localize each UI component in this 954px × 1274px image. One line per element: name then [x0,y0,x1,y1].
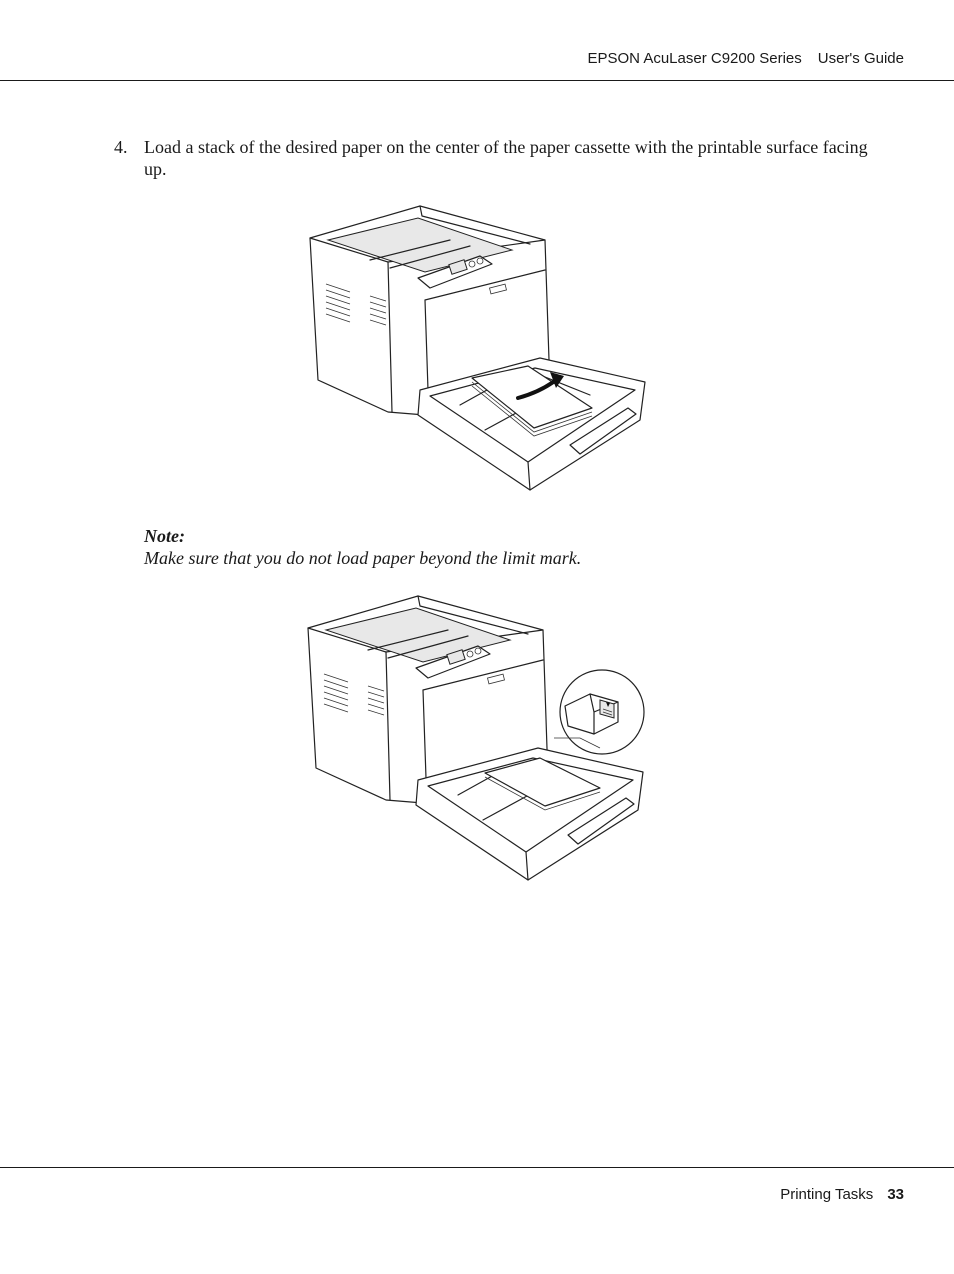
step-4: 4. Load a stack of the desired paper on … [114,136,874,180]
header-product: EPSON AcuLaser C9200 Series [587,50,802,67]
step-text: Load a stack of the desired paper on the… [144,137,868,179]
page-footer: Printing Tasks 33 [780,1186,904,1203]
footer-rule [0,1167,954,1168]
step-number: 4. [114,137,128,157]
header-doc-title: User's Guide [817,50,904,67]
footer-section: Printing Tasks [780,1186,874,1203]
printer-loading-paper-illustration [300,200,650,500]
note-text: Make sure that you do not load paper bey… [144,548,582,568]
page-number: 33 [887,1186,904,1203]
page-header: EPSON AcuLaser C9200 Series User's Guide [587,50,904,67]
note-block: Note: Make sure that you do not load pap… [144,525,581,569]
header-rule [0,80,954,81]
printer-limit-mark-illustration [300,588,650,888]
note-label: Note: [144,526,185,546]
